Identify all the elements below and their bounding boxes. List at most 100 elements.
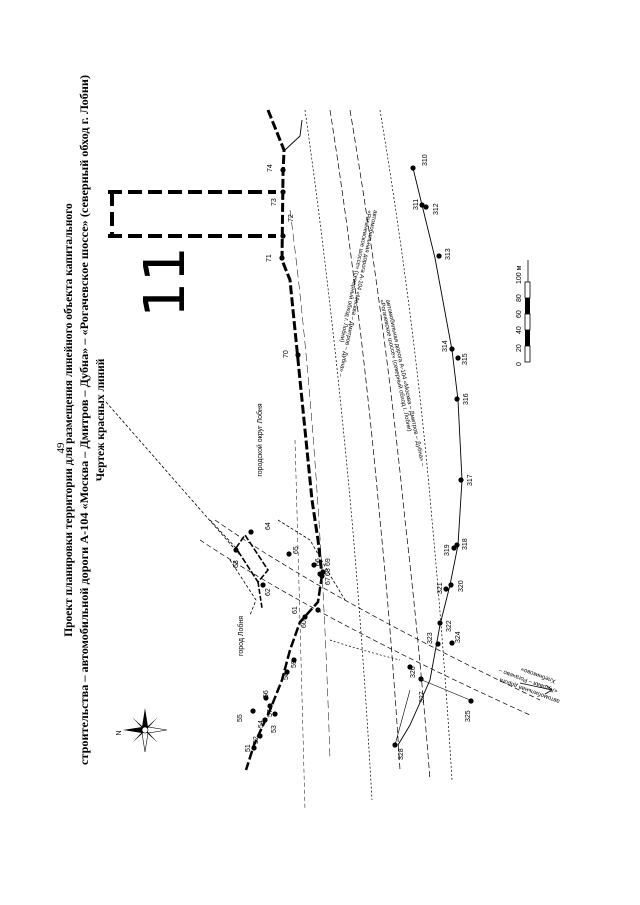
point-53 bbox=[272, 711, 278, 717]
point-labels-right: 310 311 312 313 314 315 316 317 318 319 … bbox=[398, 154, 474, 760]
point-label-312: 312 bbox=[433, 203, 440, 215]
point-320 bbox=[448, 582, 454, 588]
point-62 bbox=[260, 582, 266, 588]
point-label-71: 71 bbox=[266, 254, 273, 262]
point-60 bbox=[302, 614, 308, 620]
point-label-58: 58 bbox=[283, 672, 290, 680]
point-label-310: 310 bbox=[422, 154, 429, 166]
point-label-69: 69 bbox=[325, 558, 332, 566]
point-label-64: 64 bbox=[265, 522, 272, 530]
sheet-boundary bbox=[108, 190, 276, 238]
point-label-323: 323 bbox=[427, 632, 434, 644]
point-label-319: 319 bbox=[444, 544, 451, 556]
point-54 bbox=[262, 717, 268, 723]
scale-bar: 0 20 40 60 80 100 м bbox=[516, 260, 531, 366]
point-325 bbox=[468, 698, 474, 704]
compass-rose-icon: N bbox=[116, 708, 168, 753]
point-label-320: 320 bbox=[458, 580, 465, 592]
label-road-main-2b: «Рогачевское шоссе» (северный обход г. Л… bbox=[338, 210, 373, 343]
point-label-57: 57 bbox=[267, 709, 274, 717]
point-label-53: 53 bbox=[271, 725, 278, 733]
point-label-63: 63 bbox=[233, 560, 240, 568]
point-321 bbox=[443, 586, 449, 592]
point-label-322: 322 bbox=[446, 620, 453, 632]
point-59 bbox=[291, 657, 297, 663]
point-label-318: 318 bbox=[462, 538, 469, 550]
point-label-61: 61 bbox=[292, 606, 299, 614]
point-label-327: 327 bbox=[419, 691, 426, 703]
point-323 bbox=[435, 641, 441, 647]
point-328 bbox=[392, 742, 398, 748]
point-label-66: 66 bbox=[315, 558, 322, 566]
point-71 bbox=[279, 255, 285, 261]
point-74 bbox=[280, 167, 286, 173]
point-319 bbox=[451, 545, 457, 551]
point-label-324: 324 bbox=[455, 631, 462, 643]
point-label-59: 59 bbox=[291, 660, 298, 668]
point-label-62: 62 bbox=[265, 588, 272, 596]
scale-tick-0: 0 bbox=[516, 362, 523, 366]
point-70 bbox=[295, 352, 301, 358]
point-label-74: 74 bbox=[267, 164, 274, 172]
point-label-72: 72 bbox=[288, 214, 295, 222]
point-316 bbox=[454, 396, 460, 402]
point-label-316: 316 bbox=[463, 393, 470, 405]
point-label-51: 51 bbox=[245, 744, 252, 752]
point-label-56: 56 bbox=[263, 690, 270, 698]
label-town: город Лобня bbox=[237, 616, 245, 656]
point-322 bbox=[437, 620, 443, 626]
point-label-325: 325 bbox=[465, 710, 472, 722]
point-label-54: 54 bbox=[258, 720, 265, 728]
point-label-68: 68 bbox=[325, 568, 332, 576]
point-327 bbox=[418, 676, 424, 682]
point-58 bbox=[284, 669, 290, 675]
leader-line bbox=[105, 401, 241, 556]
label-okrug: городской округ Лобня bbox=[256, 403, 264, 477]
point-label-65: 65 bbox=[293, 546, 300, 554]
point-63 bbox=[233, 547, 239, 553]
point-61 bbox=[315, 607, 321, 613]
scale-tick-80: 80 bbox=[516, 294, 523, 302]
point-label-55: 55 bbox=[237, 714, 244, 722]
point-313 bbox=[436, 253, 442, 259]
point-73 bbox=[280, 189, 286, 195]
point-52 bbox=[257, 733, 263, 739]
right-lines bbox=[394, 679, 471, 746]
scale-tick-60: 60 bbox=[516, 310, 523, 318]
scale-tick-40: 40 bbox=[516, 326, 523, 334]
point-326 bbox=[407, 664, 413, 670]
scale-tick-20: 20 bbox=[516, 344, 523, 352]
point-labels-left: 51 52 53 54 55 56 57 58 59 60 61 62 63 6… bbox=[233, 164, 332, 752]
point-label-326: 326 bbox=[410, 666, 417, 678]
point-label-314: 314 bbox=[442, 340, 449, 352]
point-65 bbox=[286, 551, 292, 557]
title-line-2: строительства – автомобильной дороги А-1… bbox=[79, 75, 91, 765]
scale-tick-100: 100 м bbox=[516, 265, 523, 284]
point-label-317: 317 bbox=[467, 474, 474, 486]
point-57 bbox=[267, 703, 273, 709]
point-55 bbox=[250, 708, 256, 714]
points-right bbox=[392, 165, 474, 748]
label-road-main-1b: автомобильная дорога А-104 «Москва – Дми… bbox=[337, 210, 378, 378]
point-label-328: 328 bbox=[398, 748, 405, 760]
point-315 bbox=[455, 355, 461, 361]
point-51 bbox=[251, 745, 257, 751]
point-317 bbox=[458, 477, 464, 483]
title-line-3: Чертеж красных линий bbox=[95, 358, 107, 481]
point-310 bbox=[410, 165, 416, 171]
point-label-70: 70 bbox=[283, 350, 290, 358]
point-label-60: 60 bbox=[301, 620, 308, 628]
point-314 bbox=[449, 346, 455, 352]
point-312 bbox=[423, 204, 429, 210]
title-line-1: Проект планировки территории для размеще… bbox=[63, 203, 75, 637]
point-label-73: 73 bbox=[271, 198, 278, 206]
point-label-321: 321 bbox=[437, 582, 444, 594]
point-311 bbox=[419, 202, 425, 208]
point-324 bbox=[449, 640, 455, 646]
sheet-number: 11 bbox=[133, 246, 198, 317]
point-label-315: 315 bbox=[462, 353, 469, 365]
point-label-311: 311 bbox=[413, 199, 420, 210]
point-69 bbox=[320, 569, 326, 575]
label-road-main-2: «Рогачевское шоссе» (северный обход г. Л… bbox=[378, 299, 413, 432]
